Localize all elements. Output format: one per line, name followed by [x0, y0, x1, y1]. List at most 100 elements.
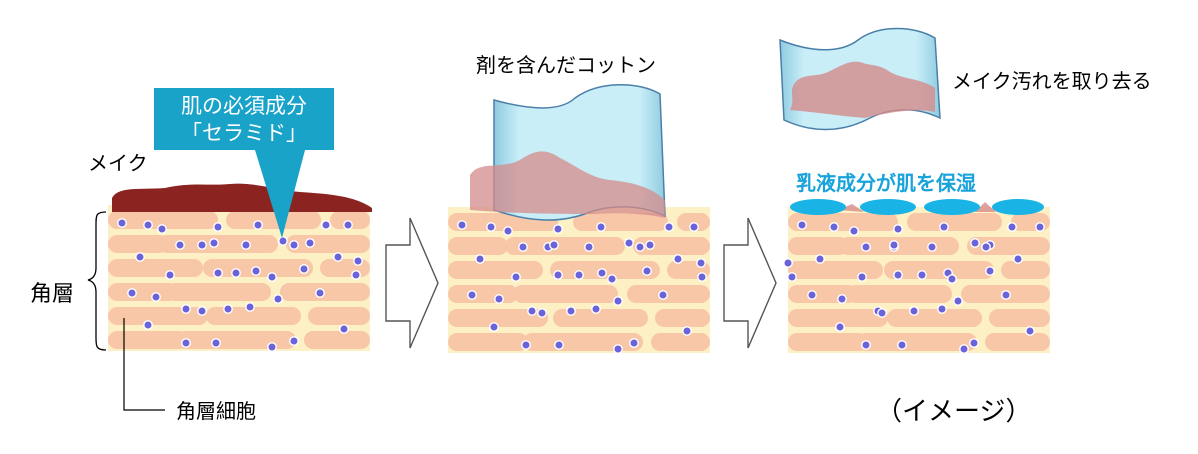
ceramide-dot: [278, 236, 288, 246]
ceramide-dot: [939, 222, 949, 232]
ceramide-dot: [315, 288, 325, 298]
ceramide-dot: [969, 338, 979, 348]
cotton-pad-removed: [779, 27, 941, 131]
ceramide-dot: [985, 266, 995, 276]
ceramide-dot: [1007, 222, 1017, 232]
ceramide-dot: [143, 220, 153, 230]
ceramide-dot: [613, 344, 623, 354]
chevron-right-arrow-icon: [723, 217, 777, 349]
ceramide-dot: [629, 338, 639, 348]
ceramide-dot: [815, 254, 825, 264]
corneocyte-cell: [907, 213, 1002, 231]
ceramide-dot: [613, 296, 623, 306]
ceramide-dot: [783, 258, 793, 268]
ceramide-dot: [797, 220, 807, 230]
corneocyte-cell: [108, 211, 218, 229]
ceramide-dot: [289, 240, 299, 250]
ceramide-dot: [893, 270, 903, 280]
ceramide-dot: [351, 270, 361, 280]
ceramide-dot: [231, 268, 241, 278]
ceramide-dot: [143, 320, 153, 330]
ceramide-dot: [664, 222, 674, 232]
corneocyte-cell: [788, 309, 888, 327]
corneocyte-cell: [985, 333, 1050, 351]
corneocyte-cell: [655, 309, 710, 327]
ceramide-dot: [596, 222, 606, 232]
corneocyte-cell: [553, 309, 648, 327]
moisture-label: 乳液成分が肌を保湿: [796, 171, 976, 195]
ceramide-dot: [829, 222, 839, 232]
image-note: （イメージ）: [876, 397, 1031, 427]
ceramide-dot: [549, 240, 559, 250]
chevron-right-arrow-icon: [385, 217, 439, 349]
ceramide-dot: [333, 252, 343, 262]
ceramide-dot: [518, 242, 528, 252]
corneocyte-cell: [108, 307, 208, 325]
ceramide-dot: [857, 272, 867, 282]
ceramide-dot: [893, 224, 903, 234]
ceramide-dot: [135, 252, 145, 262]
cotton-pad-on-skin: [470, 84, 666, 221]
corneocyte-cell: [989, 309, 1050, 327]
ceramide-dot: [213, 268, 223, 278]
corneocyte-cell: [304, 331, 370, 349]
corneocyte-cell: [839, 237, 959, 255]
ceramide-dot: [353, 256, 363, 266]
ceramide-dot: [689, 222, 699, 232]
ceramide-dots-1: [117, 218, 363, 352]
corneocyte-cell: [448, 261, 543, 279]
corneocyte-cell: [176, 331, 296, 349]
corneocyte-cell: [788, 261, 883, 279]
corneocyte-cell: [448, 237, 508, 255]
ceramide-dot: [673, 254, 683, 264]
cotton-label: 剤を含んだコットン: [476, 53, 656, 77]
ceramide-dot: [213, 222, 223, 232]
ceramide-dot: [467, 290, 477, 300]
ceramide-dot: [503, 226, 513, 236]
ceramide-dot: [117, 218, 127, 228]
ceramide-dot: [696, 258, 706, 268]
ceramide-dot: [1001, 290, 1011, 300]
ceramide-dot: [553, 270, 563, 280]
ceramide-dot: [607, 274, 617, 284]
ceramide-dot: [574, 270, 584, 280]
callout-line-1: 肌の必須成分: [181, 94, 307, 118]
ceramide-dot: [787, 272, 797, 282]
ceramide-dots-2: [457, 220, 707, 354]
corneocyte-cell: [226, 211, 321, 229]
ceramide-dot: [861, 242, 871, 252]
ceramide-dot: [197, 240, 207, 250]
skin-block-3: [783, 207, 1050, 354]
ceramide-dot: [251, 266, 261, 276]
callout-line-2: 「セラミド」: [181, 121, 307, 145]
corneocyte-label: 角層細胞: [176, 399, 256, 423]
corneocyte-cell: [448, 333, 528, 351]
corneocyte-cell: [166, 283, 271, 301]
ceramide-dot: [241, 240, 251, 250]
makeup-layer: [112, 183, 372, 212]
ceramide-dot: [591, 304, 601, 314]
ceramide-dot: [897, 340, 907, 350]
ceramide-dot: [1035, 222, 1045, 232]
ceramide-dot: [289, 336, 299, 346]
ceramide-dot: [475, 254, 485, 264]
corneocyte-cell: [505, 237, 625, 255]
corneocyte-cell: [884, 261, 994, 279]
corneocyte-cell: [523, 333, 643, 351]
ceramide-dot: [1025, 326, 1035, 336]
ceramide-dot: [151, 292, 161, 302]
ceramide-dot: [486, 222, 496, 232]
ceramide-dot: [197, 306, 207, 316]
ceramide-dot: [953, 296, 963, 306]
ceramide-dot: [157, 224, 167, 234]
ceramide-dot: [339, 324, 349, 334]
corneocyte-cell: [448, 285, 518, 303]
ceramide-dot: [211, 338, 221, 348]
ceramide-dot: [554, 340, 564, 350]
ceramide-dot: [245, 302, 255, 312]
corneocyte-cell: [513, 285, 618, 303]
ceramide-dot: [642, 266, 652, 276]
ceramide-dot: [181, 304, 191, 314]
corneocyte-cell: [330, 211, 370, 229]
